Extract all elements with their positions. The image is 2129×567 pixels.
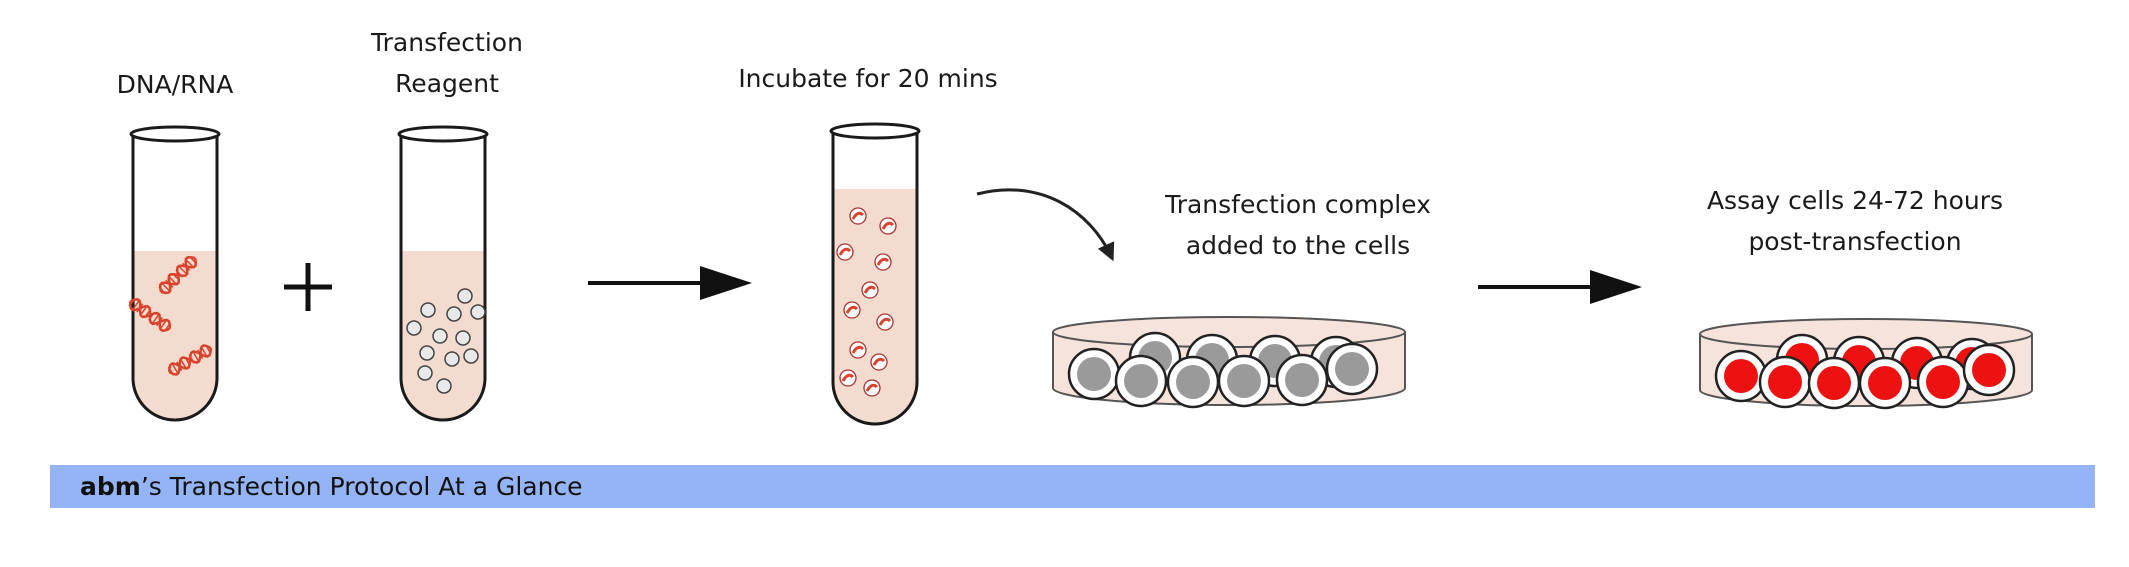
cell-icon bbox=[1916, 355, 1970, 409]
tube-dna-rna bbox=[128, 125, 221, 422]
dna-helix-icon bbox=[167, 344, 213, 376]
reagent-bead bbox=[457, 288, 473, 304]
cell-icon bbox=[1714, 349, 1768, 403]
reagent-bead bbox=[455, 330, 471, 346]
dna-helix-icon bbox=[128, 297, 171, 332]
dish-untransfected-cells bbox=[1052, 316, 1406, 409]
reagent-bead bbox=[417, 365, 433, 381]
cell-icon bbox=[1067, 347, 1121, 401]
cell-icon bbox=[1217, 354, 1271, 408]
transfection-complex bbox=[879, 217, 897, 235]
tube-incubated bbox=[829, 122, 921, 426]
reagent-bead bbox=[420, 302, 436, 318]
reagent-bead bbox=[446, 306, 462, 322]
reagent-bead bbox=[406, 320, 422, 336]
label-reagent-line1: Transfection bbox=[370, 28, 523, 57]
transfection-complex bbox=[849, 207, 867, 225]
reagent-bead bbox=[419, 345, 435, 361]
reagent-bead bbox=[470, 304, 486, 320]
transfection-complex bbox=[839, 369, 857, 387]
cell-icon bbox=[1275, 353, 1329, 407]
curved-arrow-icon bbox=[976, 188, 1115, 262]
cell-icon bbox=[1858, 356, 1912, 410]
transfection-complex bbox=[863, 379, 881, 397]
label-reagent-line2: Reagent bbox=[395, 69, 499, 98]
transfection-complex bbox=[874, 253, 892, 271]
label-assay-line1: Assay cells 24-72 hours bbox=[1707, 186, 2003, 215]
dish-transfected-cells bbox=[1699, 318, 2033, 410]
transfection-complex bbox=[836, 243, 854, 261]
label-incubate: Incubate for 20 mins bbox=[738, 64, 997, 93]
transfection-complex bbox=[849, 341, 867, 359]
plus-icon bbox=[284, 263, 332, 311]
transfection-complex bbox=[876, 313, 894, 331]
cell-icon bbox=[1166, 355, 1220, 409]
label-assay-line2: post-transfection bbox=[1748, 227, 1961, 256]
label-complex-line1: Transfection complex bbox=[1164, 190, 1431, 219]
reagent-bead bbox=[432, 328, 448, 344]
arrow-right-icon-2 bbox=[1478, 270, 1642, 304]
arrow-right-icon-1 bbox=[588, 266, 752, 300]
reagent-bead bbox=[436, 378, 452, 394]
banner-text: ’s Transfection Protocol At a Glance bbox=[140, 472, 583, 501]
reagent-bead bbox=[463, 348, 479, 364]
cell-icon bbox=[1962, 343, 2016, 397]
cell-icon bbox=[1758, 355, 1812, 409]
cell-icon bbox=[1807, 356, 1861, 410]
protocol-banner: abm’s Transfection Protocol At a Glance bbox=[50, 465, 2095, 508]
dna-helix-icon bbox=[158, 255, 198, 295]
label-complex-line2: added to the cells bbox=[1186, 231, 1410, 260]
transfection-complex bbox=[861, 281, 879, 299]
tube-transfection-reagent bbox=[397, 125, 489, 422]
cell-icon bbox=[1114, 354, 1168, 408]
transfection-complex bbox=[843, 301, 861, 319]
transfection-complex bbox=[870, 353, 888, 371]
cell-icon bbox=[1325, 342, 1379, 396]
reagent-bead bbox=[444, 351, 460, 367]
label-dna-rna: DNA/RNA bbox=[117, 70, 234, 99]
banner-brand: abm bbox=[80, 472, 141, 501]
